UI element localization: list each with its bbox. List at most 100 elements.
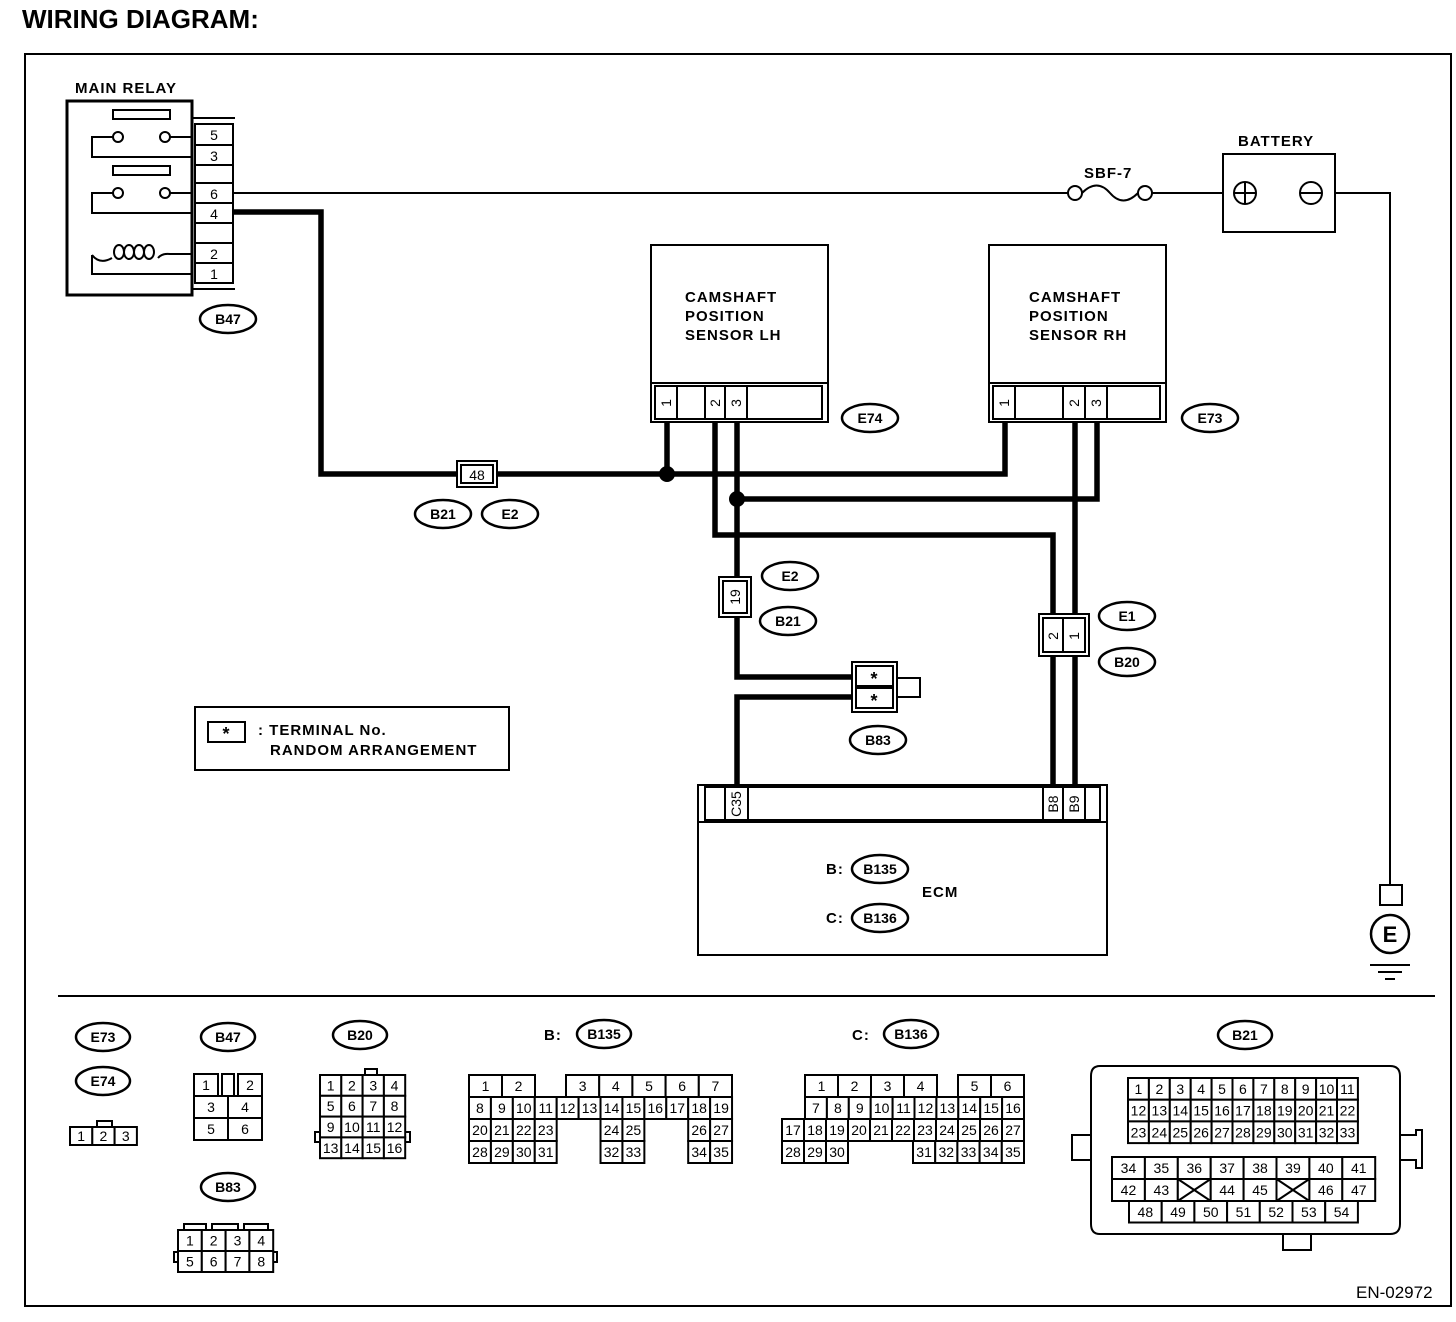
terminal-number: 22 [516, 1122, 532, 1138]
terminal-number: 53 [1301, 1204, 1317, 1220]
terminal-number: 2 [348, 1077, 356, 1093]
wire-lh-signal [712, 420, 1056, 790]
terminal-number: 10 [1319, 1081, 1335, 1097]
fuse-label: SBF-7 [1084, 165, 1132, 182]
joint-connector-48: 48 B21 E2 [413, 460, 540, 530]
terminal-number: 34 [691, 1144, 707, 1160]
terminal-number: 25 [626, 1122, 642, 1138]
terminal-cell [1000, 1140, 1025, 1164]
terminal-number: 24 [604, 1122, 620, 1138]
terminal-number: 27 [713, 1122, 729, 1138]
diagram-frame [24, 53, 1452, 1307]
fuse-icon [1081, 184, 1139, 202]
terminal-number: 14 [961, 1100, 977, 1116]
terminal-number: 10 [874, 1100, 890, 1116]
ground-icon [1370, 964, 1410, 980]
terminal-number: 15 [1193, 1103, 1209, 1119]
terminal-number: 23 [538, 1122, 554, 1138]
terminal-number: 15 [983, 1100, 999, 1116]
terminal-number: 16 [648, 1100, 664, 1116]
terminal-number: 8 [257, 1254, 265, 1270]
terminal-number: 15 [626, 1100, 642, 1116]
ground: E [1369, 884, 1411, 980]
view-b136-prefix: C: [852, 1027, 870, 1044]
terminal-number: 7 [369, 1098, 377, 1114]
terminal-cell [227, 1117, 263, 1141]
terminal-number: 10 [516, 1100, 532, 1116]
terminal-number: 49 [1170, 1204, 1186, 1220]
terminal-number: 7 [1260, 1081, 1268, 1097]
terminal-number: 30 [516, 1144, 532, 1160]
terminal-number: 26 [1193, 1124, 1209, 1140]
view-b20-label: B20 [347, 1027, 373, 1043]
terminal-number: 5 [1218, 1081, 1226, 1097]
terminal-number: 1 [202, 1077, 210, 1093]
main-relay: MAIN RELAY 5 3 6 4 2 1 B47 [65, 80, 258, 335]
terminal-number: 25 [1172, 1124, 1188, 1140]
connector-b21-label: B21 [430, 506, 456, 522]
terminal-number: 27 [1005, 1122, 1021, 1138]
relay-coil-icon [113, 244, 155, 260]
terminal-number: 12 [918, 1100, 934, 1116]
terminal-number: 12 [560, 1100, 576, 1116]
b21-housing [1090, 1065, 1401, 1235]
ecm: C35 B8 B9 B: B135 C: B136 ECM [697, 784, 1108, 956]
view-b135-prefix: B: [544, 1027, 562, 1044]
terminal-number: 16 [387, 1140, 403, 1156]
terminal-number: 21 [494, 1122, 510, 1138]
terminal-number: 1 [818, 1078, 826, 1094]
joint-connector-19: 19 E2 B21 [718, 560, 820, 637]
connector-b83-label: B83 [865, 732, 891, 748]
terminal-number: 9 [498, 1100, 506, 1116]
terminal-number: 4 [391, 1077, 399, 1093]
terminal-number: 25 [961, 1122, 977, 1138]
terminal-number: 35 [1154, 1160, 1170, 1176]
battery-label: BATTERY [1238, 133, 1314, 150]
terminal-number: 6 [348, 1098, 356, 1114]
terminal-cell [1336, 1120, 1359, 1145]
terminal-number: 19 [1277, 1103, 1293, 1119]
terminal-number: 43 [1154, 1182, 1170, 1198]
terminal-number: 3 [1176, 1081, 1184, 1097]
connector-e73-label: E73 [1198, 410, 1223, 426]
terminal-number: 13 [1152, 1103, 1168, 1119]
terminal-number: 24 [1152, 1124, 1168, 1140]
relay-terminal-4: 4 [210, 206, 218, 222]
terminal-number: 48 [1138, 1204, 1154, 1220]
terminal-number: 2 [851, 1078, 859, 1094]
view-e73-label: E73 [91, 1029, 116, 1045]
view-b136-label: B136 [894, 1026, 928, 1042]
legend-text: : TERMINAL No. [258, 722, 387, 739]
terminal-number: 26 [691, 1122, 707, 1138]
unused-terminal-icon [1177, 1178, 1212, 1202]
terminal-number: 11 [538, 1100, 553, 1116]
terminal-number: 22 [895, 1122, 911, 1138]
terminal-number: 37 [1219, 1160, 1235, 1176]
joint-48-terminal: 48 [469, 467, 485, 483]
terminal-number: 18 [691, 1100, 707, 1116]
terminal-number: 19 [713, 1100, 729, 1116]
terminal-number: 28 [785, 1144, 801, 1160]
terminal-number: 30 [829, 1144, 845, 1160]
ecm-connector-prefix: B: [826, 861, 844, 878]
terminal-number: 3 [369, 1077, 377, 1093]
terminal-number: 2 [210, 1233, 218, 1249]
terminal-number: 29 [807, 1144, 823, 1160]
terminal-number: 6 [1004, 1078, 1012, 1094]
terminal-number: 4 [241, 1099, 249, 1115]
terminal-number: 16 [1214, 1103, 1230, 1119]
terminal-number: 2 [1155, 1081, 1163, 1097]
terminal-number: 1 [77, 1128, 85, 1144]
terminal-number: 14 [604, 1100, 620, 1116]
terminal-number: 14 [344, 1140, 360, 1156]
terminal-number: 11 [1340, 1081, 1355, 1097]
terminal-number: 45 [1252, 1182, 1268, 1198]
connector-e2-label: E2 [501, 506, 518, 522]
view-b47-label: B47 [215, 1029, 241, 1045]
terminal-number: 10 [344, 1119, 360, 1135]
connector-b20-label: B20 [1114, 654, 1140, 670]
terminal-number: 3 [207, 1099, 215, 1115]
